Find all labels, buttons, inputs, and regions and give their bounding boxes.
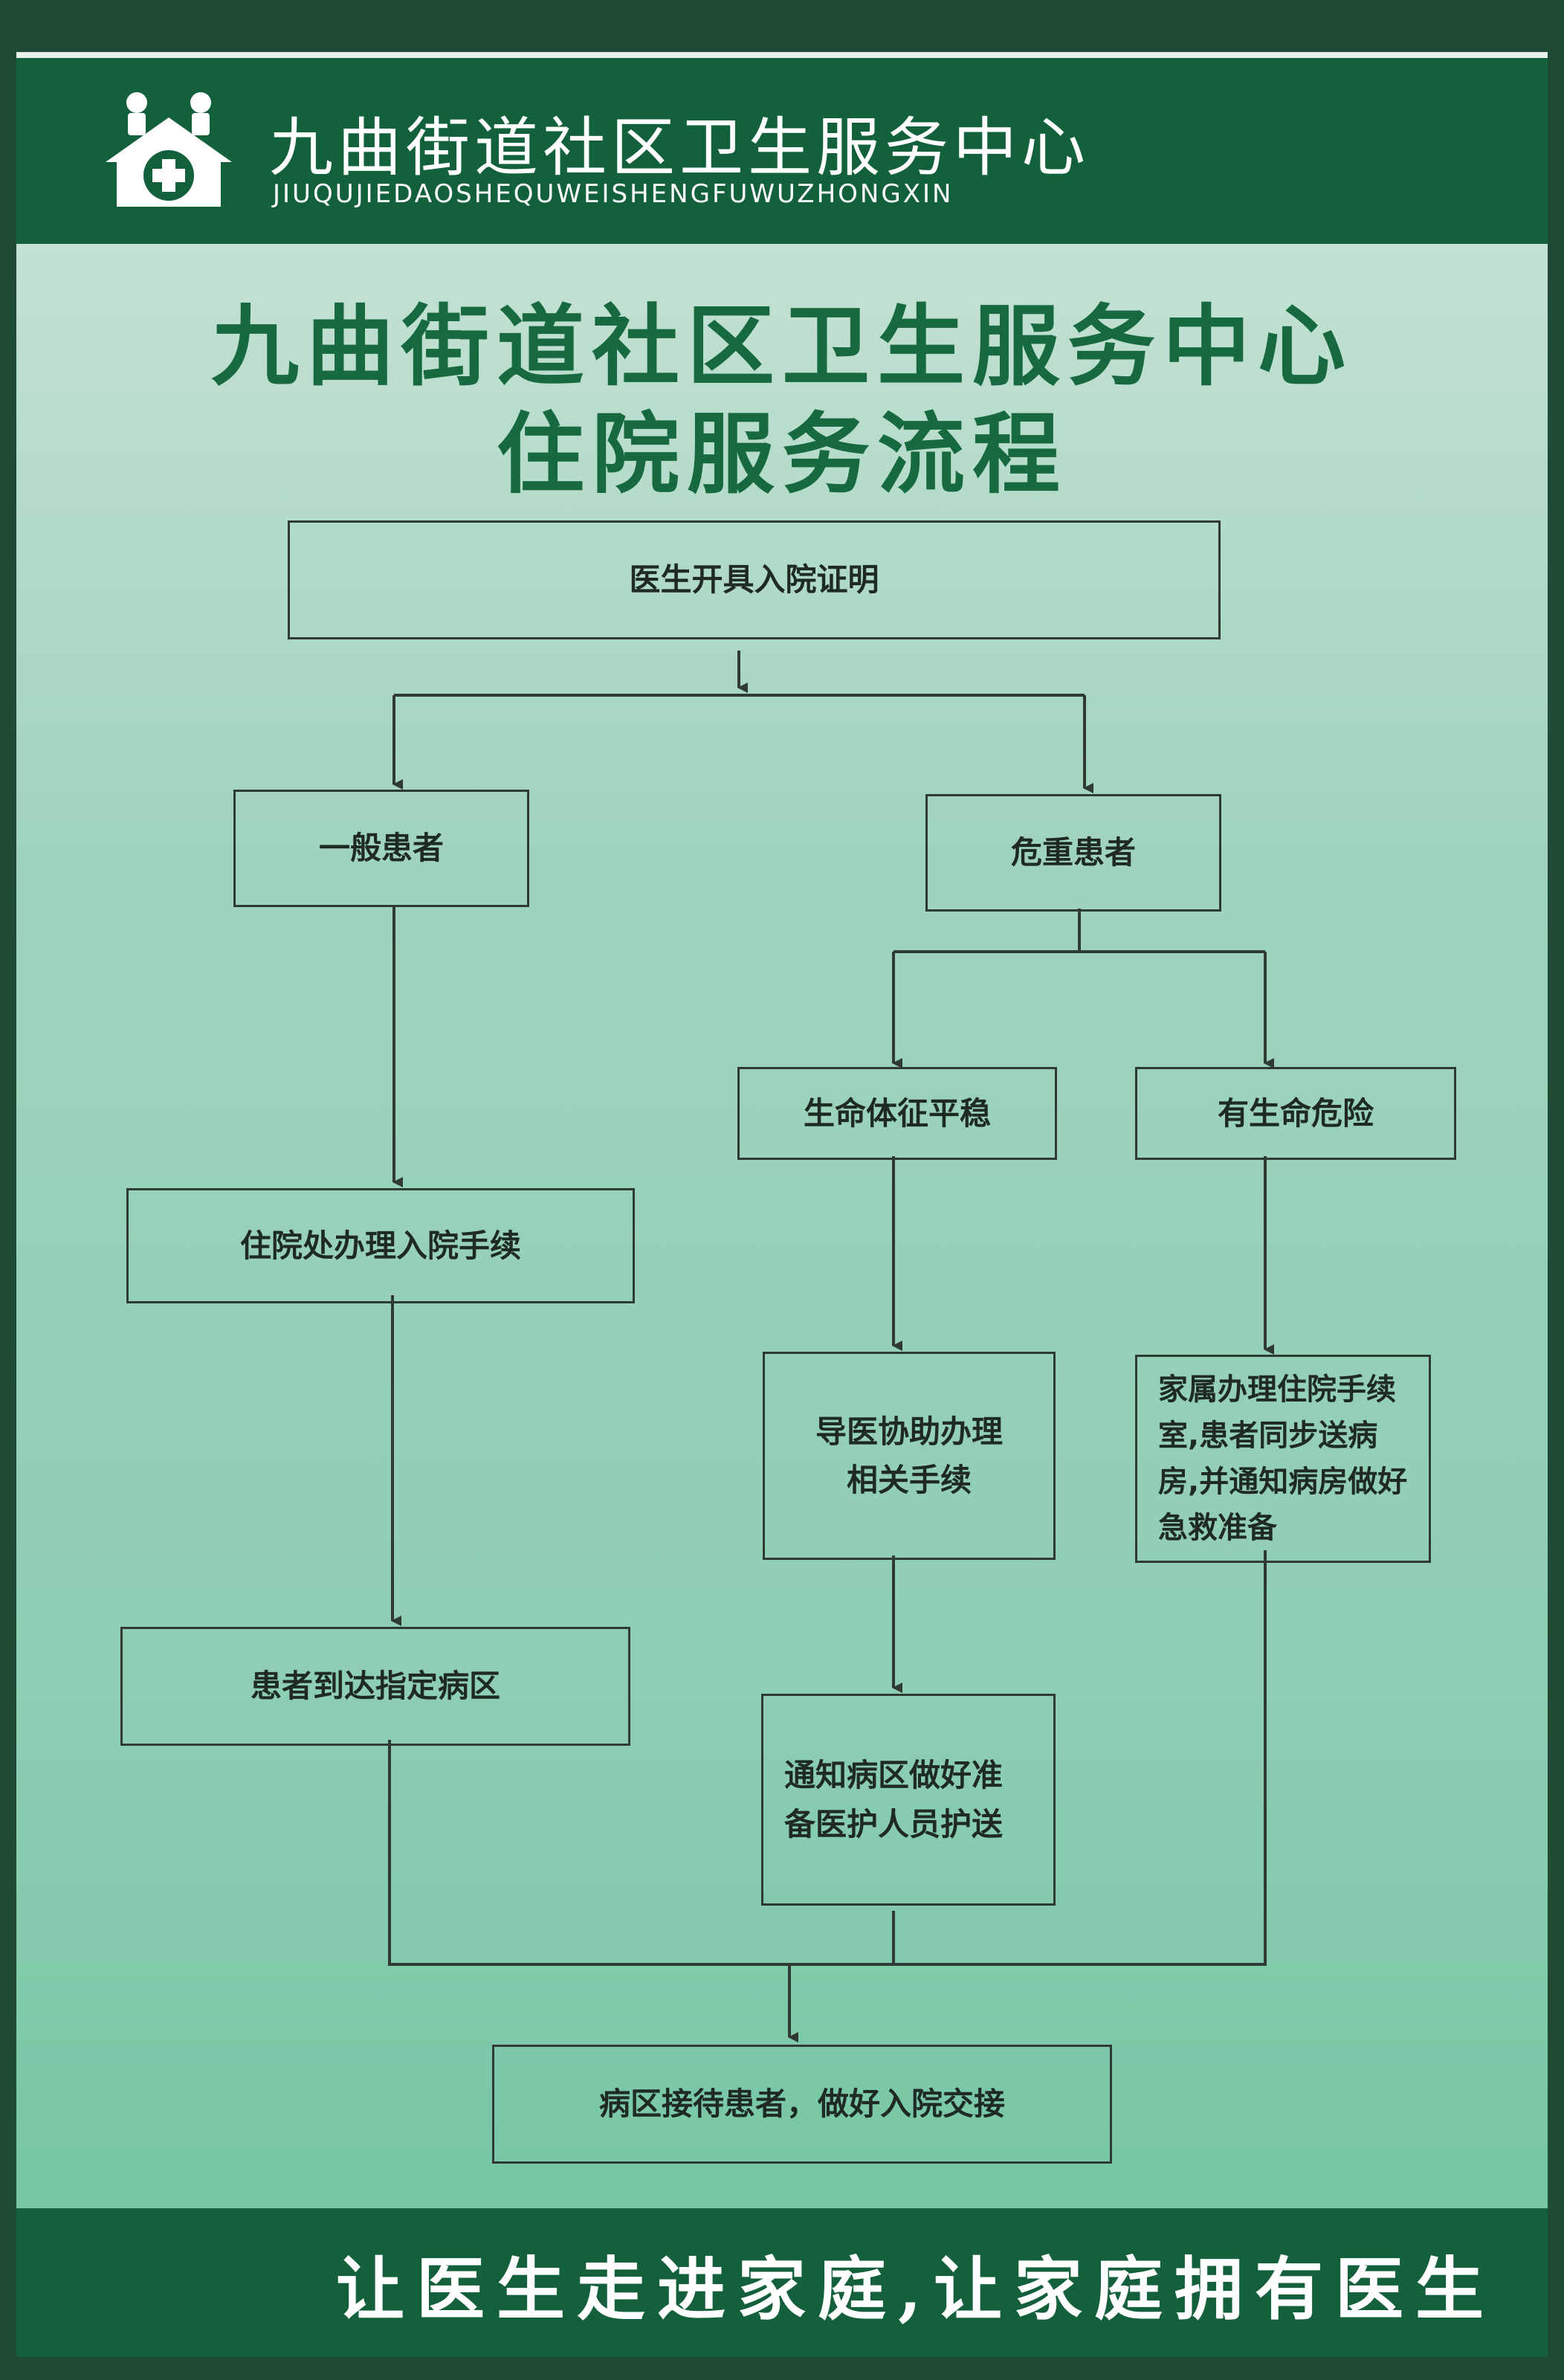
flowchart-connectors	[388, 651, 1274, 2042]
flow-box-final: 病区接待患者，做好入院交接	[492, 2045, 1112, 2164]
flow-box-notify-ward: 通知病区做好准备医护人员护送	[761, 1694, 1056, 1906]
flow-box-family-handle: 家属办理住院手续室,患者同步送病房,并通知病房做好急救准备	[1135, 1355, 1431, 1563]
connector-critical-split	[894, 909, 1265, 953]
poster-board: 九曲街道社区卫生服务中心 JIUQUJIEDAOSHEQUWEISHENGFUW…	[16, 52, 1548, 2357]
connector-merge	[388, 1550, 1267, 1966]
flow-box-critical-patient: 危重患者	[925, 794, 1221, 912]
flow-box-guide-assist: 导医协助办理相关手续	[763, 1352, 1056, 1560]
flow-box-life-danger: 有生命危险	[1135, 1067, 1456, 1160]
page-title-line2: 住院服务流程	[496, 403, 1067, 506]
footer-slogan: 让医生走进家庭,让家庭拥有医生	[335, 2249, 1496, 2329]
footer-bar	[16, 2208, 1548, 2357]
org-pinyin: JIUQUJIEDAOSHEQUWEISHENGFUWUZHONGXIN	[273, 179, 954, 209]
header-bar: 九曲街道社区卫生服务中心 JIUQUJIEDAOSHEQUWEISHENGFUW…	[16, 52, 1548, 244]
org-name: 九曲街道社区卫生服务中心	[269, 111, 1090, 185]
flow-box-admission-office: 住院处办理入院手续	[126, 1188, 635, 1303]
flow-box-vital-stable: 生命体征平稳	[737, 1067, 1057, 1160]
page-title-line1: 九曲街道社区卫生服务中心	[210, 295, 1353, 398]
hospital-cross-logo-icon	[106, 92, 232, 207]
flow-box-start: 医生开具入院证明	[288, 520, 1221, 639]
flow-box-general-patient: 一般患者	[233, 790, 529, 907]
flow-box-arrive-ward: 患者到达指定病区	[120, 1627, 630, 1746]
